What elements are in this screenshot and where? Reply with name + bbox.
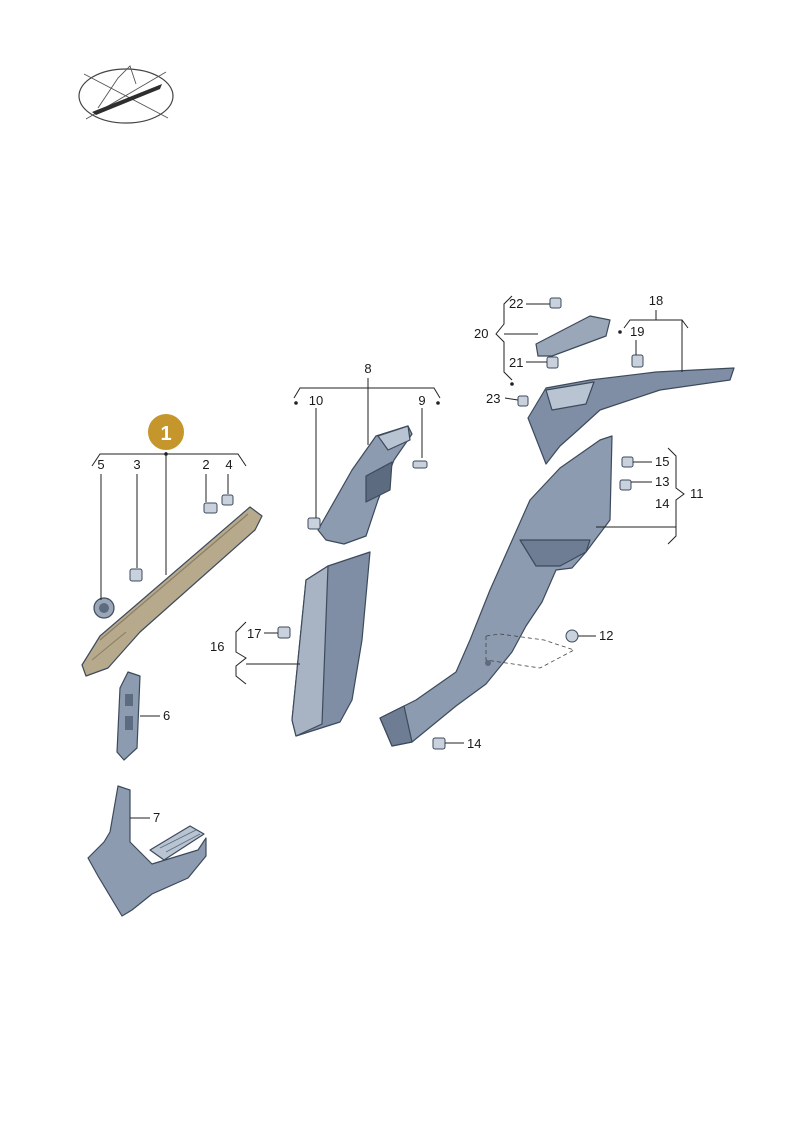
- callout-14-upper: 14: [655, 496, 669, 511]
- rear-upper-trim-part-18[interactable]: [527, 367, 735, 465]
- callout-10: 10: [309, 393, 323, 408]
- clip-part-3[interactable]: [129, 568, 143, 582]
- rear-side-trim-part-11[interactable]: [379, 435, 613, 747]
- callout-4: 4: [225, 457, 232, 472]
- callout-20: 20: [474, 326, 488, 341]
- clip-part-13[interactable]: [619, 479, 632, 491]
- clip-part-23[interactable]: [517, 395, 529, 407]
- clip-part-15[interactable]: [621, 456, 634, 468]
- clip-part-21[interactable]: [546, 356, 559, 369]
- clip-part-4[interactable]: [221, 494, 234, 506]
- clip-part-22[interactable]: [549, 297, 562, 309]
- callout-labels: 2 3 4 5 6 7 8 9 10 11 12 13 14 14 15 16 …: [97, 293, 703, 825]
- callout-17: 17: [247, 626, 261, 641]
- callout-12: 12: [599, 628, 613, 643]
- clip-part-10[interactable]: [307, 517, 321, 530]
- highlight-badge-label: 1: [160, 423, 171, 445]
- screw-part-12[interactable]: [565, 629, 579, 643]
- callout-11: 11: [690, 486, 704, 501]
- callout-7: 7: [153, 810, 160, 825]
- clip-part-2[interactable]: [203, 502, 218, 514]
- callout-14-lower: 14: [467, 736, 481, 751]
- sill-trim-part-7[interactable]: [87, 785, 207, 917]
- callout-23: 23: [486, 391, 500, 406]
- highlight-badge[interactable]: 1: [146, 412, 186, 452]
- speaker-grille-part-5[interactable]: [93, 597, 115, 619]
- mounting-outline: [485, 633, 576, 669]
- clip-part-19[interactable]: [631, 354, 644, 368]
- b-pillar-upper-trim-part-8[interactable]: [317, 425, 428, 545]
- grab-handle-part-20[interactable]: [535, 315, 611, 357]
- callout-8: 8: [364, 361, 371, 376]
- callout-5: 5: [97, 457, 104, 472]
- a-pillar-trim-part[interactable]: [81, 506, 263, 677]
- callout-13: 13: [655, 474, 669, 489]
- callout-18: 18: [649, 293, 663, 308]
- callout-9: 9: [418, 393, 425, 408]
- callout-6: 6: [163, 708, 170, 723]
- callout-22: 22: [509, 296, 523, 311]
- callout-3: 3: [133, 457, 140, 472]
- callout-15: 15: [655, 454, 669, 469]
- callout-21: 21: [509, 355, 523, 370]
- b-pillar-lower-trim-part-16[interactable]: [277, 551, 371, 737]
- leader-lines: [91, 295, 689, 819]
- ellipse-a-pillar-logo-icon: [78, 65, 174, 124]
- clip-part-14-lower[interactable]: [432, 737, 446, 750]
- callout-19: 19: [630, 324, 644, 339]
- callout-2: 2: [202, 457, 209, 472]
- trim-part-6[interactable]: [116, 671, 141, 761]
- callout-16: 16: [210, 639, 224, 654]
